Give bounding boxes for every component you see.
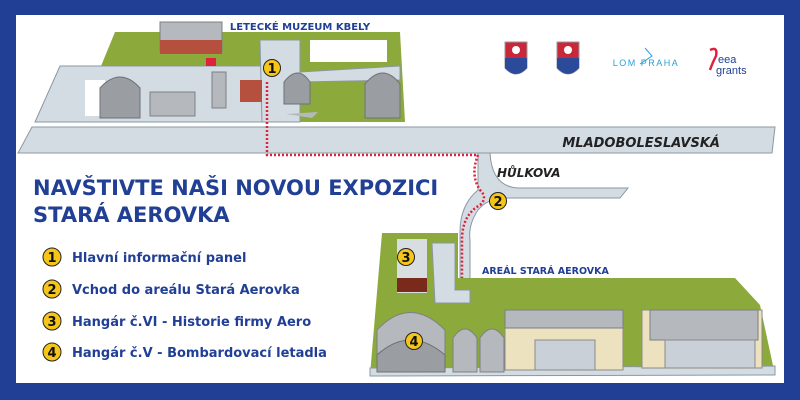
museum-area: LETECKÉ MUZEUM KBELY — [34, 20, 405, 123]
legend-item-2: 2 Vchod do areálu Stará Aerovka — [42, 279, 300, 299]
eea-grants-logo: eea grants — [708, 47, 747, 77]
svg-text:2: 2 — [47, 283, 56, 298]
area-label: AREÁL STARÁ AEROVKA — [482, 265, 609, 277]
map-marker-4[interactable]: 4 — [405, 332, 423, 351]
svg-text:grants: grants — [716, 65, 747, 77]
title-line-1: NAVŠTIVTE NAŠI NOVOU EXPOZICI — [33, 175, 438, 200]
walking-route — [265, 82, 486, 278]
museum-label: LETECKÉ MUZEUM KBELY — [230, 20, 371, 33]
svg-text:Vchod do areálu Stará Aerovka: Vchod do areálu Stará Aerovka — [72, 283, 300, 298]
legend-item-4: 4 Hangár č.V - Bombardovací letadla — [42, 342, 327, 362]
legend-item-1: 1 Hlavní informační panel — [42, 247, 246, 267]
title-line-2: STARÁ AEROVKA — [33, 202, 230, 227]
svg-text:1: 1 — [47, 251, 56, 266]
street-label-main: MLADOBOLESLAVSKÁ — [562, 135, 720, 151]
svg-text:1: 1 — [267, 62, 276, 77]
lom-praha-logo: LOM PRAHA — [613, 58, 680, 68]
street-label-side: HŮLKOVA — [497, 165, 561, 180]
legend: 1 Hlavní informační panel 2 Vchod do areál… — [42, 247, 327, 362]
svg-text:3: 3 — [401, 251, 410, 266]
airplane-icon — [286, 108, 322, 118]
map-marker-1[interactable]: 1 — [263, 59, 281, 78]
svg-text:2: 2 — [493, 195, 502, 210]
svg-text:Hlavní informační panel: Hlavní informační panel — [72, 251, 246, 266]
svg-text:4: 4 — [409, 335, 418, 350]
road-hulkova — [459, 152, 630, 301]
coat-of-arms-logo-2 — [556, 41, 580, 75]
road-mladoboleslavska — [17, 126, 776, 154]
stara-aerovka-area: AREÁL STARÁ AEROVKA — [369, 233, 776, 377]
map-marker-3[interactable]: 3 — [397, 248, 415, 267]
svg-text:Hangár č.V - Bombardovací leta: Hangár č.V - Bombardovací letadla — [72, 346, 327, 361]
svg-text:eea: eea — [718, 54, 737, 66]
svg-text:3: 3 — [47, 315, 56, 330]
legend-item-3: 3 Hangár č.VI - Historie firmy Aero — [42, 311, 311, 331]
coat-of-arms-logo-1 — [504, 41, 528, 75]
lom-praha-mark — [639, 47, 653, 65]
svg-text:4: 4 — [47, 346, 56, 361]
svg-text:Hangár č.VI - Historie firmy A: Hangár č.VI - Historie firmy Aero — [72, 315, 311, 330]
map-marker-2[interactable]: 2 — [489, 192, 507, 211]
